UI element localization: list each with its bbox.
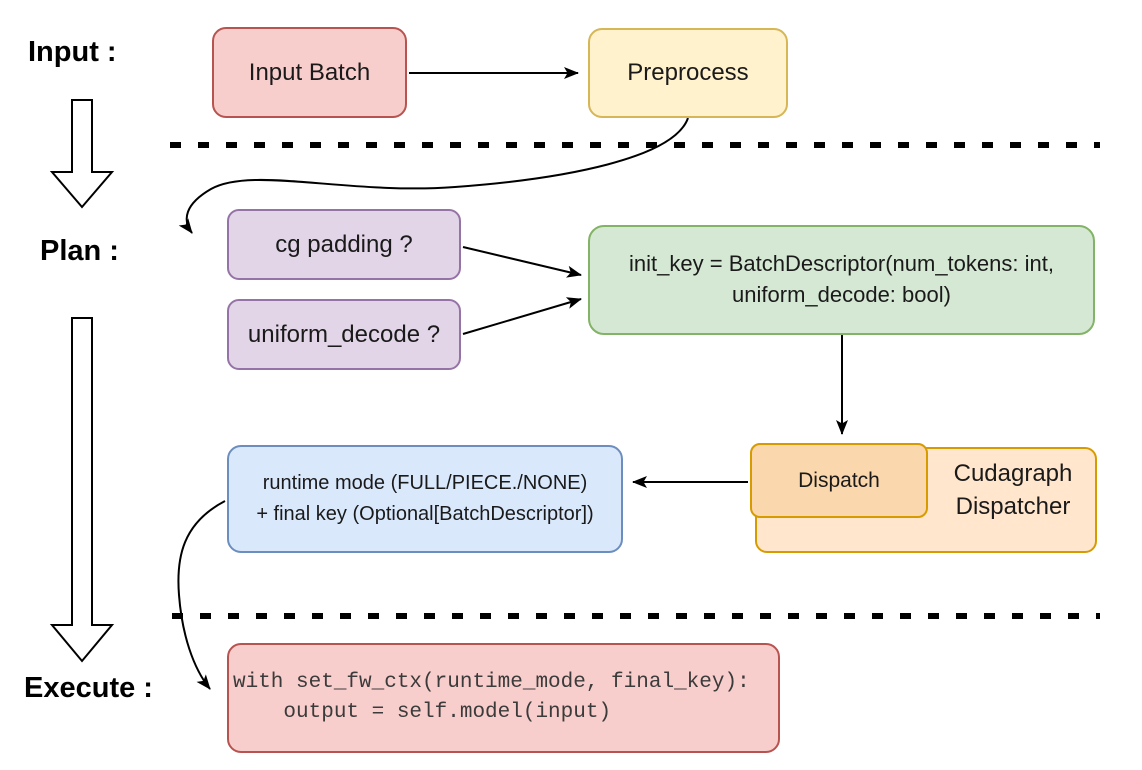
runtime-mode-line1: runtime mode (FULL/PIECE./NONE) bbox=[262, 472, 588, 494]
input-batch-node: Input Batch bbox=[212, 27, 407, 118]
runtime-mode-node: runtime mode (FULL/PIECE./NONE) + final … bbox=[227, 445, 623, 553]
runtime-mode-line2: + final key (Optional[BatchDescriptor]) bbox=[256, 503, 594, 525]
cudagraph-dispatcher-label: Cudagraph Dispatcher bbox=[930, 457, 1096, 523]
cudagraph-dispatcher-line2: Dispatcher bbox=[955, 493, 1071, 520]
cg-padding-node: cg padding ? bbox=[227, 209, 461, 280]
execute-phase-label: Execute : bbox=[24, 672, 153, 704]
arrow-cg-padding-to-init-key bbox=[462, 246, 582, 278]
preprocess-node: Preprocess bbox=[588, 28, 788, 118]
init-key-line2: uniform_decode: bool) bbox=[732, 282, 951, 307]
dispatch-node: Dispatch bbox=[750, 443, 928, 518]
plan-phase-label: Plan : bbox=[40, 235, 119, 267]
input-phase-label: Input : bbox=[28, 36, 117, 68]
input-phase-arrow bbox=[49, 99, 115, 209]
execute-code-node: with set_fw_ctx(runtime_mode, final_key)… bbox=[227, 643, 780, 753]
arrow-uniform-decode-to-init-key bbox=[462, 297, 582, 335]
cudagraph-dispatcher-line1: Cudagraph bbox=[953, 460, 1073, 487]
plan-phase-arrow bbox=[49, 317, 115, 663]
execute-code-line2: output = self.model(input) bbox=[233, 701, 612, 724]
init-key-node: init_key = BatchDescriptor(num_tokens: i… bbox=[588, 225, 1095, 335]
uniform-decode-node: uniform_decode ? bbox=[227, 299, 461, 370]
curve-runtime-to-execute bbox=[177, 500, 226, 690]
init-key-line1: init_key = BatchDescriptor(num_tokens: i… bbox=[629, 251, 1054, 277]
execute-code-line1: with set_fw_ctx(runtime_mode, final_key)… bbox=[233, 671, 750, 694]
